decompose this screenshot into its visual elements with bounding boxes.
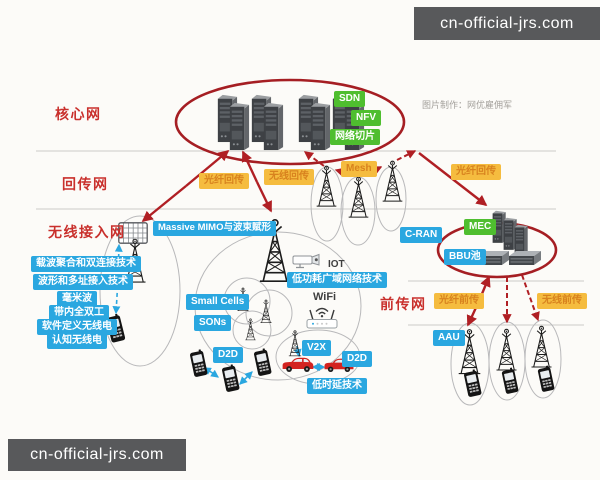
tag-fiber-backhaul-left: 光纤回传 — [199, 173, 249, 189]
core-network-ellipse — [174, 78, 406, 166]
iot-camera-icon — [292, 253, 320, 269]
tag-wireless-fronthaul: 无线前传 — [537, 293, 587, 309]
tag-mesh: Mesh — [341, 161, 377, 177]
tag-sdr: 软件定义无线电 — [37, 319, 117, 335]
section-label-backhaul: 回传网 — [62, 176, 109, 192]
tag-sons: SONs — [194, 315, 232, 331]
tag-wireless-backhaul: 无线回传 — [264, 169, 314, 185]
tag-wifi: WiFi — [313, 291, 337, 303]
mec-servers — [492, 210, 528, 257]
v2x-tower — [288, 330, 302, 357]
tag-mec: MEC — [464, 219, 497, 235]
tag-aau: AAU — [433, 330, 465, 346]
tag-nfv: NFV — [351, 110, 381, 126]
watermark-top-right: cn-official-jrs.com — [414, 7, 600, 40]
fronthaul-cells — [458, 325, 555, 398]
section-label-fronthaul: 前传网 — [380, 296, 427, 312]
tag-bbu-pool: BBU池 — [444, 249, 486, 265]
tag-waveform-access: 波形和多址接入技术 — [33, 274, 133, 290]
section-label-ran: 无线接入网 — [48, 224, 126, 240]
tag-cognitive-radio: 认知无线电 — [47, 333, 107, 349]
tag-sdn: SDN — [334, 91, 366, 107]
tag-massive-mimo: Massive MIMO与波束赋形 — [153, 221, 276, 236]
section-divider-lines — [36, 150, 584, 326]
section-label-core: 核心网 — [55, 106, 102, 122]
user-phones — [105, 312, 272, 393]
tag-full-duplex: 带内全双工 — [49, 305, 109, 321]
tag-small-cells: Small Cells — [186, 294, 250, 310]
tag-low-latency: 低时延技术 — [307, 378, 367, 394]
wifi-router-icon — [306, 307, 338, 329]
tag-d2d-right: D2D — [342, 351, 373, 367]
tag-network-slicing: 网络切片 — [330, 129, 380, 145]
tag-lpwan: 低功耗广域网络技术 — [287, 272, 387, 288]
tag-fiber-backhaul-right: 光纤回传 — [451, 164, 501, 180]
tag-carrier-aggregation: 载波聚合和双连接技术 — [31, 256, 141, 272]
tag-cran: C-RAN — [400, 227, 443, 243]
tag-iot: IOT — [328, 259, 345, 270]
tag-fiber-fronthaul: 光纤前传 — [434, 293, 484, 309]
bbu-racks — [477, 251, 541, 265]
tag-mmwave: 毫米波 — [57, 291, 97, 307]
watermark-bottom-left: cn-official-jrs.com — [8, 439, 186, 471]
tag-d2d-left: D2D — [213, 347, 244, 363]
tag-v2x: V2X — [302, 340, 331, 356]
credit-text: 图片制作：网优雇佣军 — [422, 100, 513, 110]
